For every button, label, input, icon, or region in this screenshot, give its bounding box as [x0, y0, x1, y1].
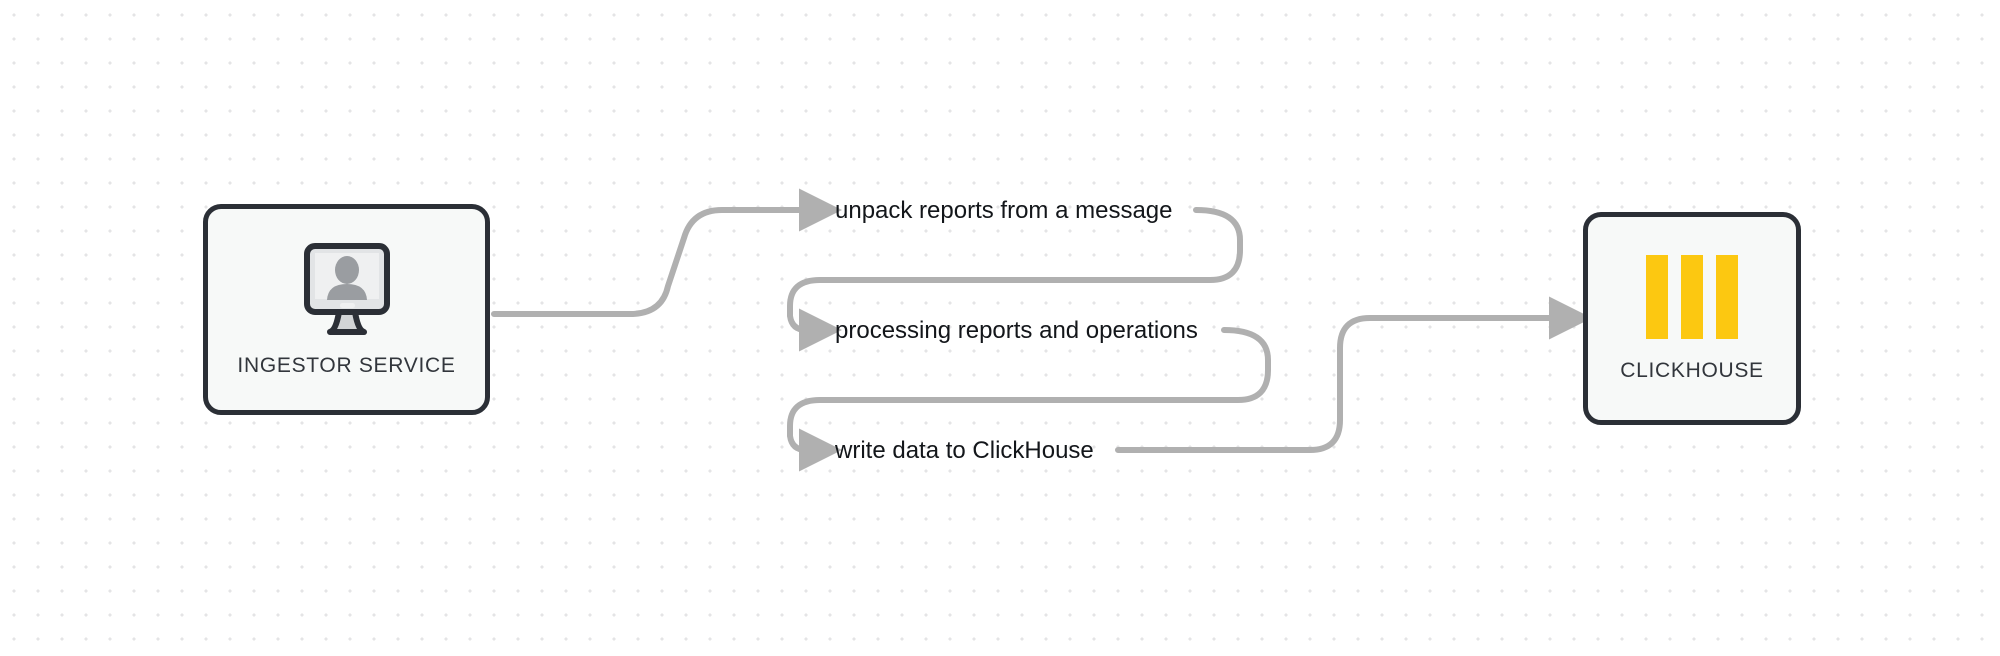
edge-path-2-to-3 [787, 327, 1271, 472]
clickhouse-bar [1681, 254, 1703, 339]
node-clickhouse-label: CLICKHOUSE [1620, 358, 1764, 382]
node-ingestor-label: INGESTOR SERVICE [237, 353, 456, 377]
edge-label-processing-reports: processing reports and operations [835, 317, 1198, 344]
clickhouse-bar [1646, 254, 1668, 339]
edge-label-write-data: write data to ClickHouse [835, 437, 1094, 464]
edge-path-1-to-2 [787, 207, 1243, 352]
node-ingestor-service[interactable]: INGESTOR SERVICE [203, 204, 490, 415]
edge-label-unpack-reports: unpack reports from a message [835, 197, 1173, 224]
clickhouse-bar [1716, 254, 1738, 339]
monitor-user-icon [303, 242, 390, 335]
node-clickhouse[interactable]: CLICKHOUSE [1583, 212, 1801, 425]
clickhouse-logo-icon [1646, 254, 1738, 339]
edge-path-source-to-1 [491, 188, 842, 317]
